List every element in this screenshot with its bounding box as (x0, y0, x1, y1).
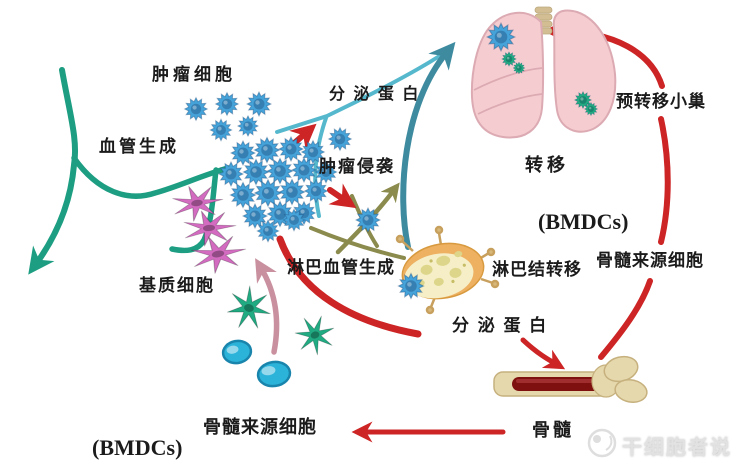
label-bmdc-source-right: 骨髓来源细胞 (596, 251, 704, 270)
label-metastasis: 转移 (525, 155, 569, 175)
invasion-arrow-down (327, 183, 357, 209)
label-bmdc-source-bottom: 骨髓来源细胞 (203, 417, 317, 437)
secretion-to-bone-arrow (520, 337, 566, 370)
round-bmdc-cells (221, 339, 292, 388)
label-bone-marrow: 骨髓 (532, 420, 574, 440)
label-tumor-cells: 肿瘤细胞 (152, 65, 236, 84)
bone-illustration (493, 355, 648, 403)
label-lymphangiogenesis: 淋巴血管生成 (287, 258, 395, 277)
tumor-to-secretion-curve (276, 235, 422, 338)
lymph-node-illustration (395, 225, 500, 315)
lungs-illustration (470, 6, 617, 139)
watermark-text: 干细胞者说 (622, 437, 732, 459)
secretion-arrows-up (275, 41, 456, 250)
right-lung-lobe (552, 9, 617, 133)
label-secreted-protein-bottom: 分 泌 蛋 白 (452, 316, 549, 335)
label-secreted-protein-top: 分 泌 蛋 白 (329, 86, 421, 103)
label-premetastatic-niche: 预转移小巢 (616, 92, 706, 111)
bone-to-lung-seg1 (598, 278, 653, 360)
blood-vessel-network (28, 67, 231, 275)
label-tumor-invasion: 肿瘤侵袭 (319, 157, 395, 176)
label-stromal-cells: 基质细胞 (139, 276, 215, 295)
lymph-vessels (309, 182, 406, 260)
bmdc-recruitment-arrow (255, 258, 280, 355)
label-lymph-node-metastasis: 淋巴结转移 (492, 260, 582, 279)
label-angiogenesis: 血管生成 (99, 137, 179, 156)
bone-to-lung-seg2 (658, 116, 671, 245)
stem-cell-logo-icon (587, 428, 617, 458)
label-bmdcs-bottom: (BMDCs) (92, 435, 183, 460)
label-bmdcs-right: (BMDCs) (538, 209, 629, 234)
